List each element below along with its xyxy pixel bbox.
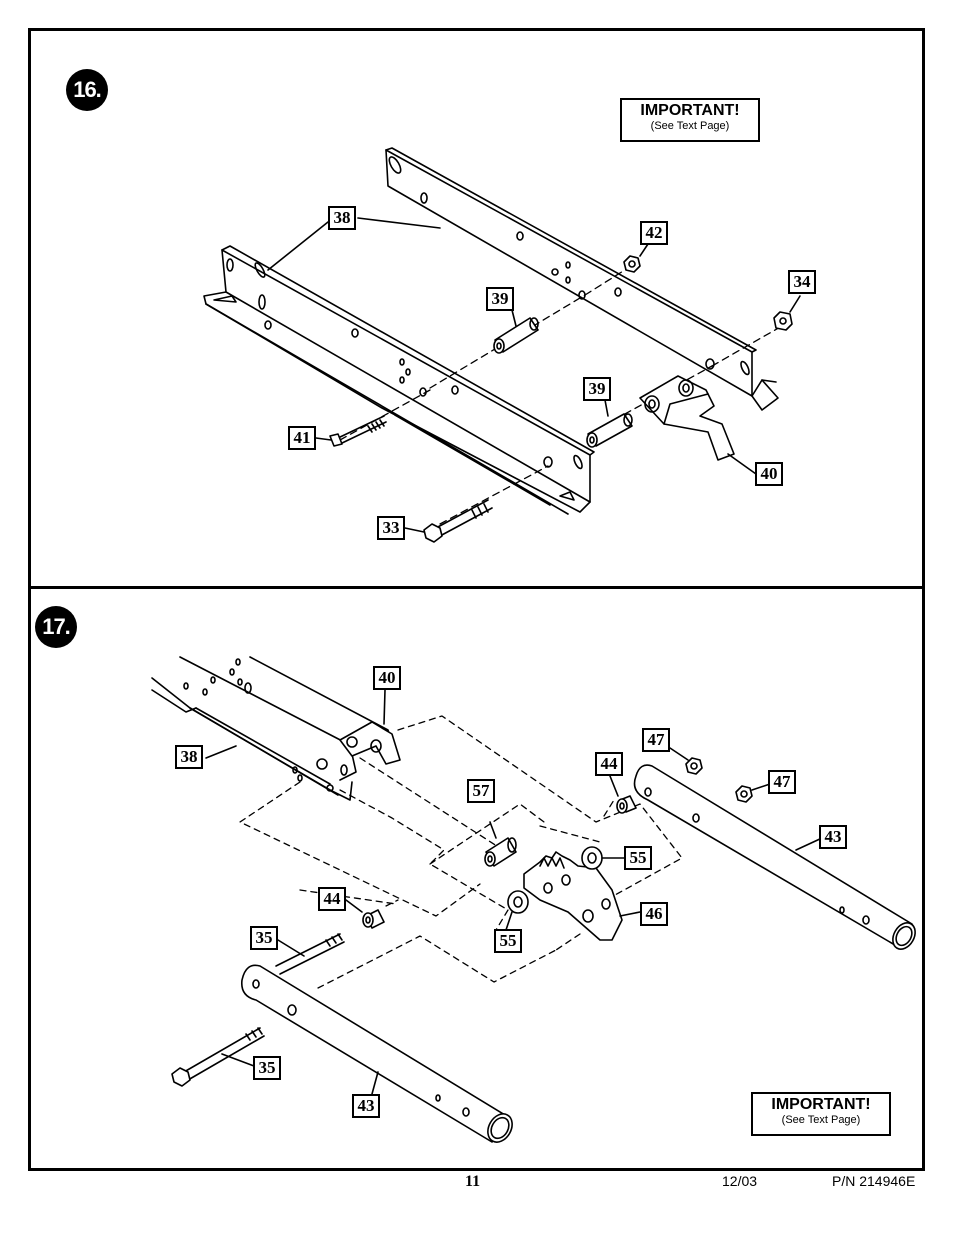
step-number-16: 16. bbox=[66, 69, 108, 111]
important-title: IMPORTANT! bbox=[640, 102, 740, 119]
callout-44-right: 44 bbox=[595, 752, 623, 776]
important-subtitle: (See Text Page) bbox=[781, 1114, 861, 1126]
callout-34: 34 bbox=[788, 270, 816, 294]
spacer-39-lower bbox=[586, 413, 633, 448]
callout-47-upper: 47 bbox=[642, 728, 670, 752]
nut-47-lower bbox=[735, 785, 753, 803]
important-subtitle: (See Text Page) bbox=[650, 120, 730, 132]
bolt-41 bbox=[329, 415, 387, 447]
part-number: P/N 214946E bbox=[832, 1173, 916, 1189]
callout-55-left: 55 bbox=[494, 929, 522, 953]
rail-38-front bbox=[203, 245, 595, 515]
revision-date: 12/03 bbox=[722, 1173, 758, 1189]
callout-43-right: 43 bbox=[819, 825, 847, 849]
callout-57: 57 bbox=[467, 779, 495, 803]
bolt-35-lower bbox=[171, 1027, 265, 1087]
callout-38: 38 bbox=[328, 206, 356, 230]
spacer-44-right bbox=[616, 795, 637, 814]
step-number-17: 17. bbox=[35, 606, 77, 648]
callout-39-lower: 39 bbox=[583, 377, 611, 401]
callout-40: 40 bbox=[755, 462, 783, 486]
nut-42 bbox=[623, 255, 641, 273]
spacer-39-upper bbox=[493, 317, 539, 354]
callout-35-upper: 35 bbox=[250, 926, 278, 950]
callout-55-right: 55 bbox=[624, 846, 652, 870]
tube-43-left bbox=[240, 964, 513, 1143]
step-16-panel bbox=[28, 28, 925, 586]
rail-assembly-38 bbox=[151, 656, 401, 801]
important-note-step-17: IMPORTANT! (See Text Page) bbox=[751, 1092, 891, 1136]
washer-55-left bbox=[507, 890, 529, 914]
ratchet-46 bbox=[523, 851, 623, 941]
important-note-step-16: IMPORTANT! (See Text Page) bbox=[620, 98, 760, 142]
callout-41: 41 bbox=[288, 426, 316, 450]
nut-47-upper bbox=[685, 757, 703, 775]
spacer-57 bbox=[484, 837, 517, 867]
nut-34 bbox=[773, 311, 793, 331]
callout-38-s17: 38 bbox=[175, 745, 203, 769]
callout-46: 46 bbox=[640, 902, 668, 926]
callout-42: 42 bbox=[640, 221, 668, 245]
callout-35-lower: 35 bbox=[253, 1056, 281, 1080]
rail-38-back bbox=[385, 147, 779, 411]
step-17-panel bbox=[28, 586, 925, 1171]
bolt-33 bbox=[423, 499, 493, 543]
callout-33: 33 bbox=[377, 516, 405, 540]
spacer-44-left bbox=[362, 909, 385, 929]
important-title: IMPORTANT! bbox=[771, 1096, 871, 1113]
callout-40-s17: 40 bbox=[373, 666, 401, 690]
bolt-35-upper bbox=[275, 933, 345, 975]
page-number: 11 bbox=[465, 1173, 481, 1190]
callout-44-left: 44 bbox=[318, 887, 346, 911]
bracket-40 bbox=[639, 375, 735, 461]
callout-43-left: 43 bbox=[352, 1094, 380, 1118]
washer-55-right bbox=[581, 846, 603, 870]
tube-43-right bbox=[633, 764, 916, 950]
callout-39-upper: 39 bbox=[486, 287, 514, 311]
callout-47-lower: 47 bbox=[768, 770, 796, 794]
